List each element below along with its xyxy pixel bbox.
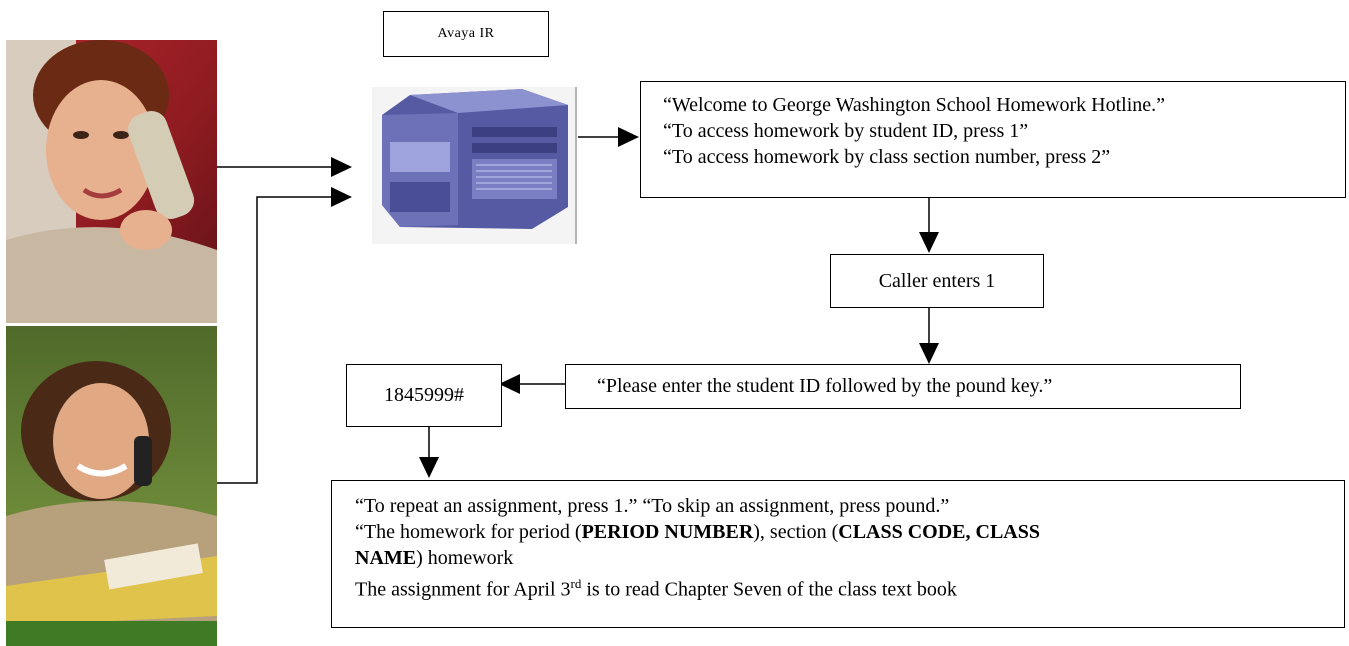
homework-line-2-pre: “The homework for period (: [355, 521, 582, 543]
welcome-message-box: “Welcome to George Washington School Hom…: [640, 81, 1346, 198]
caller-enters-box: Caller enters 1: [830, 254, 1044, 308]
homework-line-2: “The homework for period (PERIOD NUMBER)…: [355, 519, 1344, 545]
enter-id-prompt-text: “Please enter the student ID followed by…: [597, 375, 1053, 397]
server-label-box: Avaya IR: [383, 11, 549, 57]
homework-line-3: NAME) homework: [355, 545, 1344, 571]
caller-enters-text: Caller enters 1: [878, 269, 996, 292]
homework-line-4-pre: The assignment for April 3: [355, 578, 571, 601]
homework-line-1: “To repeat an assignment, press 1.” “To …: [355, 495, 950, 517]
class-name-placeholder: NAME: [355, 547, 417, 569]
welcome-line-2: “To access homework by student ID, press…: [663, 120, 1029, 142]
welcome-line-1: “Welcome to George Washington School Hom…: [663, 94, 1166, 116]
server-label: Avaya IR: [437, 26, 495, 41]
student-on-phone-image: [6, 326, 217, 646]
woman-on-phone-image: [6, 40, 217, 323]
class-code-placeholder: CLASS CODE, CLASS: [838, 521, 1040, 543]
student-id-entry-box: 1845999#: [346, 364, 502, 427]
ordinal-suffix: rd: [570, 576, 582, 591]
student-id-entry-text: 1845999#: [384, 384, 464, 406]
welcome-line-3: “To access homework by class section num…: [663, 146, 1111, 168]
period-number-placeholder: PERIOD NUMBER: [581, 521, 754, 543]
homework-message-box: “To repeat an assignment, press 1.” “To …: [331, 480, 1345, 628]
homework-line-2-mid: ), section (: [753, 521, 839, 543]
homework-line-4-post: is to read Chapter Seven of the class te…: [581, 578, 957, 601]
homework-line-3-post: ) homework: [416, 547, 514, 569]
arrow-student-to-server: [217, 196, 349, 484]
homework-line-4: The assignment for April 3rd is to read …: [355, 571, 1344, 603]
enter-id-prompt-box: “Please enter the student ID followed by…: [565, 364, 1241, 409]
server-icon: [372, 87, 582, 244]
